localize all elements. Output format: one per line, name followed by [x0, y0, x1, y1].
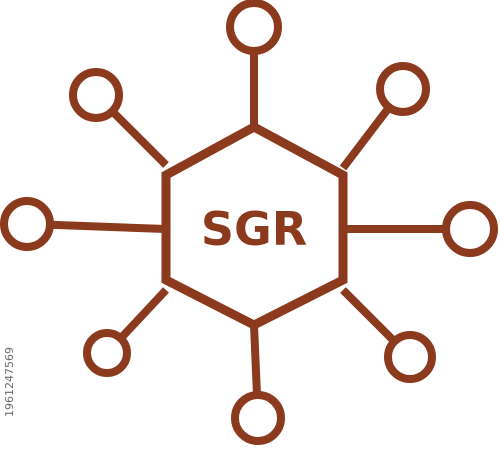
node-lower-right-circle — [384, 331, 436, 383]
hub-label: SGR — [201, 202, 307, 256]
node-left-circle — [0, 197, 54, 251]
node-bottom-circle — [231, 391, 285, 445]
node-upper-right-spoke — [339, 104, 393, 171]
node-lower-left-spoke — [117, 287, 169, 342]
node-upper-left-spoke — [109, 108, 169, 168]
node-upper-right-circle — [376, 62, 430, 116]
spokes — [49, 51, 446, 396]
node-lower-left-circle — [83, 329, 131, 377]
node-right-circle — [442, 201, 498, 257]
node-upper-left-circle — [69, 68, 123, 122]
central-hexagon — [161, 121, 348, 331]
node-left-spoke — [49, 220, 167, 233]
node-lower-right-spoke — [340, 287, 398, 345]
node-bottom-spoke — [250, 324, 261, 396]
stock-id-watermark: 1961247569 — [3, 347, 16, 417]
node-top-circle — [226, 0, 282, 55]
